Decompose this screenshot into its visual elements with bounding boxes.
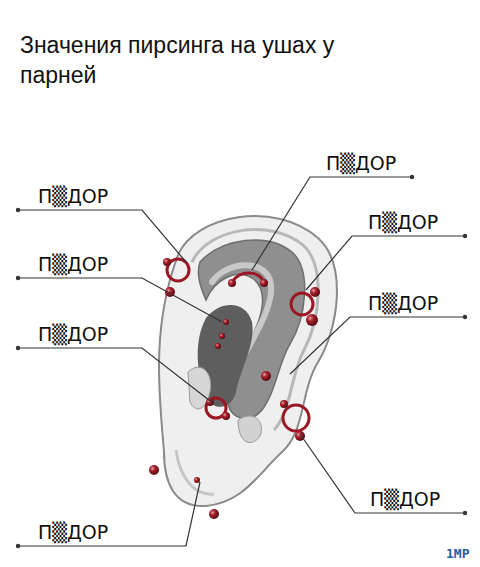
watermark-slot: 1MP <box>446 546 469 561</box>
title: Значения пирсинга на ушах у парней <box>20 30 350 90</box>
part-label-slot: П▒ДОР <box>370 488 440 510</box>
part-label-slot: П▒ДОР <box>326 152 396 174</box>
part-label: П▒ДОР <box>38 323 108 345</box>
part-label-slot: П▒ДОР <box>368 211 438 233</box>
part-label: П▒ДОР <box>370 488 440 510</box>
part-label-slot: П▒ДОР <box>38 323 108 345</box>
part-label: П▒ДОР <box>368 211 438 233</box>
part-label: П▒ДОР <box>38 185 108 207</box>
part-label: П▒ДОР <box>38 253 108 275</box>
part-label-slot: П▒ДОР <box>368 292 438 314</box>
part-label: П▒ДОР <box>326 152 396 174</box>
part-label: П▒ДОР <box>368 292 438 314</box>
watermark: 1MP <box>446 546 469 561</box>
title-slot: Значения пирсинга на ушах у парней <box>20 30 350 90</box>
part-label-slot: П▒ДОР <box>38 253 108 275</box>
part-label-slot: П▒ДОР <box>38 185 108 207</box>
part-label-slot: П▒ДОР <box>38 521 108 543</box>
part-label: П▒ДОР <box>38 521 108 543</box>
